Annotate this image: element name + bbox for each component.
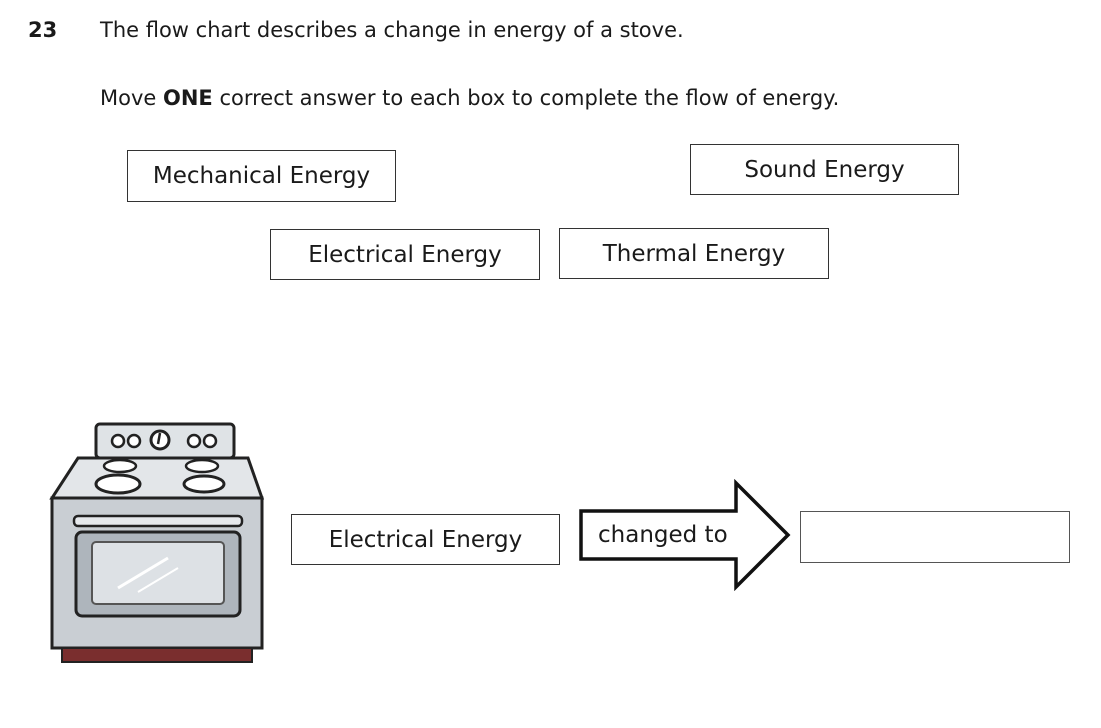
right-arrow-icon xyxy=(579,479,791,591)
option-electrical-energy[interactable]: Electrical Energy xyxy=(270,229,540,280)
instruction-suffix: correct answer to each box to complete t… xyxy=(212,86,840,110)
question-stem: The flow chart describes a change in ene… xyxy=(100,18,684,42)
question-number: 23 xyxy=(28,18,58,42)
instruction-prefix: Move xyxy=(100,86,163,110)
flow-target-dropzone[interactable] xyxy=(800,511,1070,563)
option-thermal-energy[interactable]: Thermal Energy xyxy=(559,228,829,279)
flow-source-box: Electrical Energy xyxy=(291,514,560,565)
option-mechanical-energy[interactable]: Mechanical Energy xyxy=(127,150,396,202)
stove-icon xyxy=(49,422,265,663)
instruction-emphasis: ONE xyxy=(163,86,213,110)
option-sound-energy[interactable]: Sound Energy xyxy=(690,144,959,195)
question-instruction: Move ONE correct answer to each box to c… xyxy=(100,86,839,110)
arrow-label: changed to xyxy=(598,522,728,548)
